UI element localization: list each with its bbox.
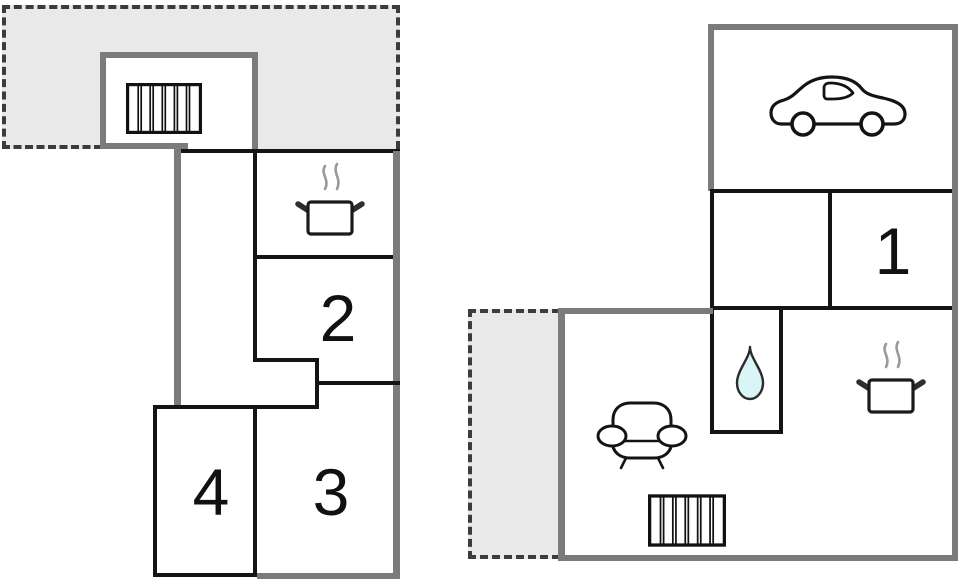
wall bbox=[153, 405, 319, 409]
room-2-label: 2 bbox=[319, 281, 357, 355]
bathroom-bottom-wall bbox=[710, 430, 783, 434]
sofa-icon bbox=[596, 401, 688, 470]
room3-bottom-wall bbox=[257, 573, 400, 579]
cooking-pot-icon bbox=[856, 340, 926, 414]
stairs-icon bbox=[126, 83, 202, 134]
car-icon bbox=[769, 75, 907, 137]
hall-left-wall bbox=[174, 149, 181, 409]
right-building-right-wall bbox=[952, 24, 958, 561]
room4-bottom-wall bbox=[153, 573, 259, 577]
bathroom-right-wall bbox=[779, 306, 783, 434]
room-4-label: 4 bbox=[192, 455, 230, 529]
room-1-label: 1 bbox=[874, 214, 912, 288]
rooms-divider-wall bbox=[828, 189, 832, 310]
living-left-wall bbox=[558, 308, 565, 561]
living-top-wall bbox=[558, 308, 713, 314]
water-drop-icon bbox=[735, 345, 765, 401]
garage-left-wall bbox=[708, 24, 714, 191]
room-3-label: 3 bbox=[312, 455, 350, 529]
terrace-lower bbox=[468, 309, 560, 559]
rooms-bottom-wall bbox=[710, 306, 952, 310]
wall bbox=[253, 358, 319, 362]
cooking-pot-icon bbox=[295, 162, 365, 236]
terrace-upper-bottom-dash bbox=[2, 145, 102, 149]
left-building-right-wall bbox=[393, 151, 400, 579]
rooms-left-wall bbox=[710, 189, 714, 310]
living-bottom-wall bbox=[558, 555, 958, 561]
bathroom-left-wall bbox=[710, 306, 714, 434]
garage-top-wall bbox=[708, 24, 958, 30]
wall bbox=[315, 381, 400, 385]
room4-left-wall bbox=[153, 405, 157, 577]
stairs-icon bbox=[648, 494, 726, 547]
wall bbox=[174, 149, 400, 153]
kitchen-bottom-wall bbox=[253, 255, 400, 259]
room4-room3-divider bbox=[253, 405, 257, 577]
stairs-room-bottom-wall bbox=[100, 143, 188, 149]
